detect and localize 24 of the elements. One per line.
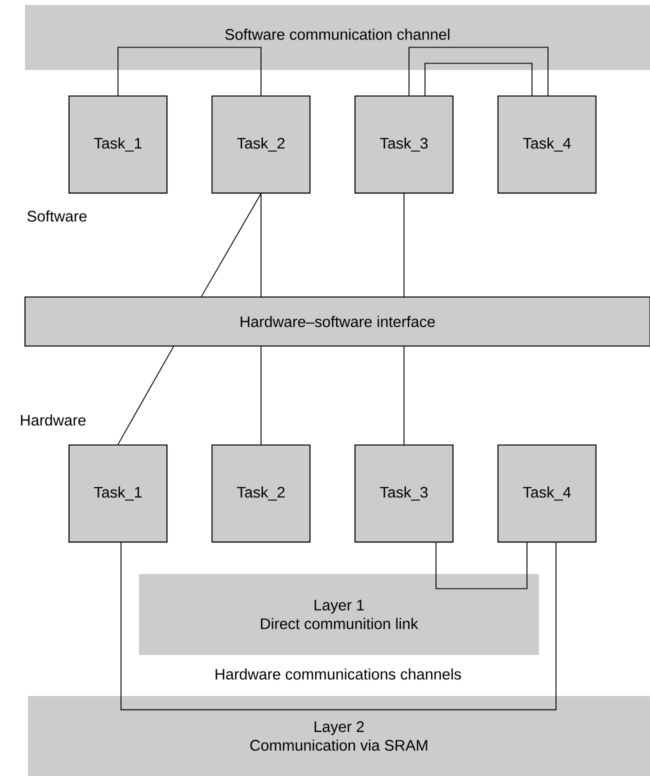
connector-line <box>408 46 548 96</box>
connector-line <box>260 193 262 297</box>
connector-line <box>118 46 262 96</box>
side-label: Software <box>27 210 87 222</box>
task-box: Task_3 <box>354 95 454 194</box>
task-box: Task_4 <box>497 444 597 543</box>
task-box: Task_2 <box>211 444 311 543</box>
channel-caption: Hardware communications channels <box>216 668 461 680</box>
task-box: Task_3 <box>354 444 454 543</box>
connector-line <box>118 346 174 445</box>
interface-band: Hardware–software interface <box>24 296 650 347</box>
channel-band: Software communication channel <box>24 4 650 70</box>
task-box: Task_1 <box>68 444 168 543</box>
task-box: Task_2 <box>211 95 311 194</box>
task-box: Task_4 <box>497 95 597 194</box>
layer-band: Layer 1 Direct communition link <box>139 574 539 656</box>
task-box: Task_1 <box>68 95 168 194</box>
connector-line <box>201 193 262 297</box>
layer-band: Layer 2 Communication via SRAM <box>28 696 650 776</box>
connector-line <box>260 346 262 445</box>
connector-line <box>436 542 528 590</box>
connector-line <box>120 542 556 710</box>
side-label: Hardware <box>21 414 86 426</box>
connector-line <box>424 62 532 96</box>
